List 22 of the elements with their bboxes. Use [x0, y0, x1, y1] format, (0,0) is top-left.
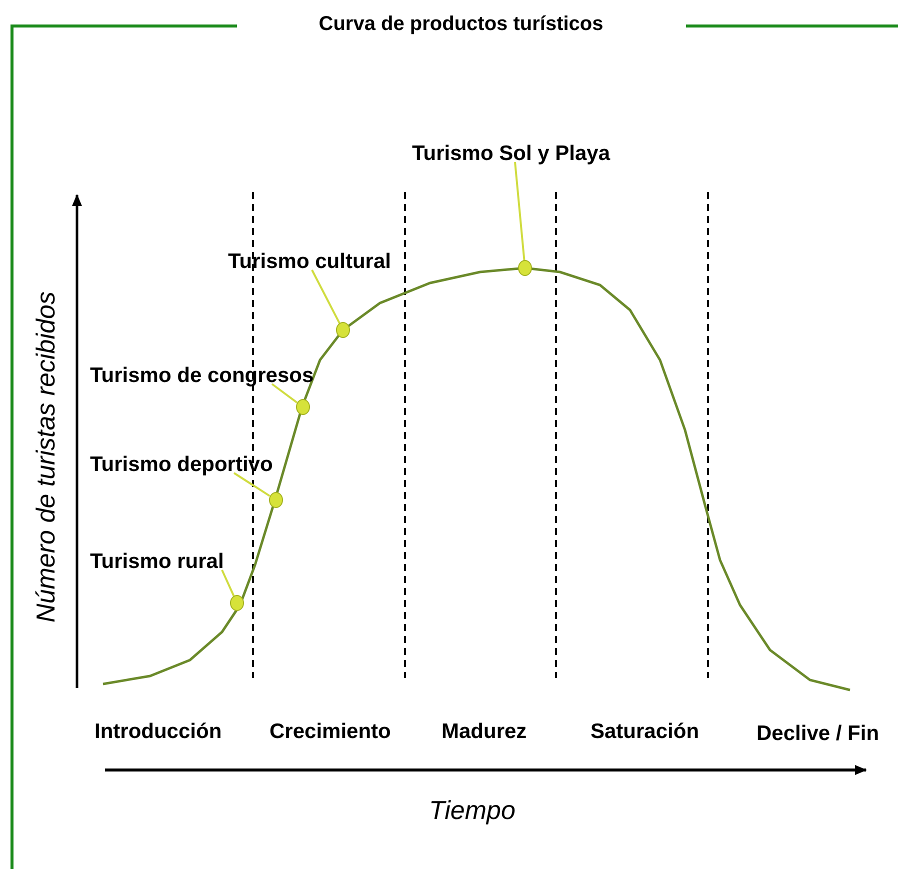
- leader-line: [514, 162, 526, 261]
- leader-line: [271, 383, 298, 404]
- curve-point-marker: [518, 260, 532, 276]
- leader-line: [311, 270, 340, 324]
- curve-point-marker: [336, 322, 350, 338]
- product-label: Turismo rural: [90, 550, 224, 574]
- phase-label: Declive / Fin: [756, 722, 880, 746]
- product-label: Turismo deportivo: [90, 453, 273, 477]
- axis-title: Número de turistas recibidos: [30, 292, 60, 622]
- chart-title: Curva de productos turísticos: [318, 12, 604, 36]
- phase-label: Introducción: [94, 720, 222, 744]
- phase-label: Madurez: [442, 720, 527, 744]
- phase-label: Saturación: [590, 720, 700, 744]
- product-label: Turismo cultural: [228, 250, 391, 274]
- axis-title: Tiempo: [429, 795, 516, 825]
- phase-label: Crecimiento: [270, 720, 391, 744]
- curve-point-marker: [296, 399, 310, 415]
- leader-line: [221, 570, 235, 597]
- curve-point-marker: [269, 492, 283, 508]
- curve-point-marker: [230, 595, 244, 611]
- product-label: Turismo Sol y Playa: [412, 142, 610, 166]
- leader-line: [233, 472, 270, 497]
